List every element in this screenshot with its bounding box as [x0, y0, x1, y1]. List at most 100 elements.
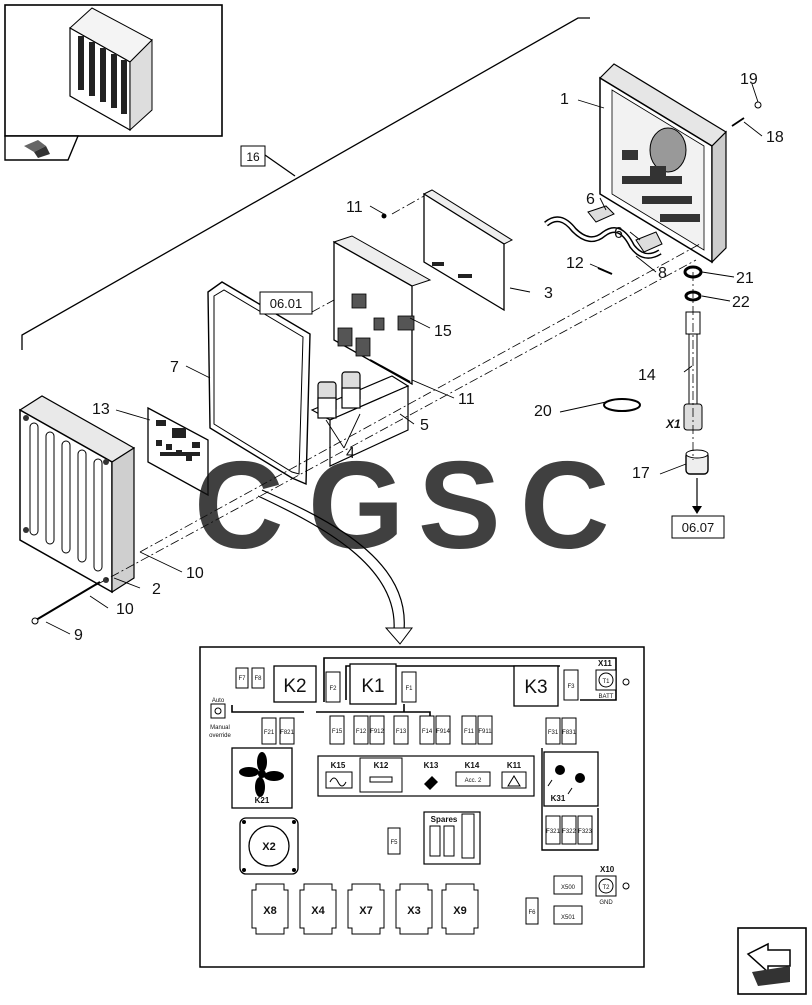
svg-text:X501: X501 [561, 915, 576, 921]
relay-k12[interactable]: K12 [359, 757, 403, 793]
svg-text:F21: F21 [264, 730, 275, 736]
main-circuit-board-part[interactable] [332, 235, 432, 386]
relay-k21-fan[interactable]: K21 [231, 747, 293, 809]
fuse-f323[interactable] [577, 815, 593, 845]
relay-k3[interactable]: K3 [513, 665, 559, 707]
svg-text:X2: X2 [262, 841, 275, 853]
fuse-f11[interactable] [461, 715, 477, 745]
callout-22: 22 [732, 294, 750, 311]
assembly-arrow-icon [24, 140, 50, 158]
fuse-f13[interactable] [393, 715, 409, 745]
svg-text:F12: F12 [356, 729, 367, 735]
cable-clamp-part[interactable] [544, 216, 662, 259]
fuses-k3-group: F31 F831 [545, 717, 577, 745]
svg-text:F322: F322 [562, 829, 576, 835]
fuse-f322[interactable] [561, 815, 577, 845]
callout-numbers: 1 2 3 4 5 6 6 7 8 9 10 10 11 11 12 13 14… [74, 71, 784, 644]
svg-text:F14: F14 [422, 729, 433, 735]
relay-k2[interactable]: K2 [273, 665, 317, 703]
svg-text:X10: X10 [600, 865, 615, 874]
svg-text:K13: K13 [424, 761, 439, 770]
display-board-part[interactable] [147, 406, 209, 497]
seal-gasket-part[interactable] [207, 281, 311, 486]
inset-thumbnail[interactable] [4, 4, 223, 161]
grommet-part-6b[interactable] [635, 231, 663, 253]
next-page-arrow-icon[interactable] [737, 927, 807, 995]
x11-batt-terminal[interactable]: X11 T1 BATT [595, 659, 630, 700]
fuse-f31[interactable] [545, 717, 561, 745]
relay-k31-worklights[interactable]: K31 [543, 751, 599, 807]
connector-x501[interactable]: X501 [553, 905, 583, 925]
svg-text:F6: F6 [528, 910, 536, 916]
x10-gnd-terminal[interactable]: X10 T2 GND [595, 865, 630, 906]
fuse-f911[interactable] [477, 715, 493, 745]
relay-k14[interactable]: K14 Acc. 2 [455, 761, 491, 787]
warning-light-icon [507, 775, 521, 787]
svg-text:Manual: Manual [210, 725, 230, 731]
back-plate-part[interactable] [422, 189, 514, 312]
svg-text:F821: F821 [280, 730, 294, 736]
housing-thumbnail [69, 7, 153, 132]
fuse-f12[interactable] [353, 715, 369, 745]
svg-text:F7: F7 [238, 676, 246, 682]
rope-icon [329, 777, 347, 787]
fuses-k2-group: F21 F821 [261, 717, 295, 745]
relay-k11[interactable]: K11 [501, 761, 527, 789]
manual-override-switch[interactable]: Auto Manual override [209, 698, 231, 739]
connector-x500[interactable]: X500 [553, 875, 583, 895]
screw-part-11[interactable] [381, 213, 387, 219]
screw-part-9[interactable] [31, 581, 101, 625]
fuse-f831[interactable] [561, 717, 577, 745]
screw-part-12[interactable] [597, 267, 613, 275]
watermark-letter-c2: C [520, 437, 610, 575]
svg-text:T1: T1 [602, 679, 610, 685]
relay-k15[interactable]: K15 [325, 761, 353, 789]
fuse-f2[interactable]: F2 [325, 671, 341, 703]
fuse-f3[interactable]: F3 [563, 669, 579, 701]
fuse-f6[interactable]: F6 [525, 897, 539, 925]
screw-part-19[interactable] [754, 101, 762, 109]
svg-text:X7: X7 [359, 905, 372, 917]
fuse-f321[interactable] [545, 815, 561, 845]
callout-17: 17 [632, 465, 650, 482]
svg-text:K2: K2 [283, 676, 306, 697]
connector-x9[interactable]: X9 [441, 883, 479, 935]
connector-x2[interactable]: X2 [239, 817, 299, 875]
fuse-f5[interactable]: F5 [387, 827, 401, 855]
protective-cap-part[interactable] [685, 449, 709, 475]
grommet-part-6a[interactable] [587, 205, 615, 223]
callout-19: 19 [740, 71, 758, 88]
spare-fuses[interactable]: Spares [423, 811, 481, 865]
connector-x7[interactable]: X7 [347, 883, 385, 935]
screw-part-18[interactable] [731, 117, 745, 127]
fuse-f821[interactable] [279, 717, 295, 745]
fuse-f8[interactable]: F8 [251, 667, 265, 689]
fuse-f7[interactable]: F7 [235, 667, 249, 689]
reference-box-bottom: 06.07 [671, 515, 725, 539]
callout-10b: 10 [116, 601, 134, 618]
svg-text:X4: X4 [311, 905, 325, 917]
fuse-f15[interactable] [329, 715, 345, 745]
svg-text:K12: K12 [374, 761, 389, 770]
front-cover-part[interactable] [18, 395, 136, 594]
group-bracket [21, 17, 590, 350]
fuse-f912[interactable] [369, 715, 385, 745]
cable-tie-part[interactable] [603, 398, 641, 412]
fuse-f14[interactable] [419, 715, 435, 745]
fuse-f914[interactable] [435, 715, 451, 745]
callout-15: 15 [434, 323, 452, 340]
svg-text:F13: F13 [396, 729, 407, 735]
connector-x4[interactable]: X4 [299, 883, 337, 935]
svg-text:F323: F323 [578, 829, 592, 835]
relay-k13[interactable]: K13 [424, 761, 439, 790]
connector-x3[interactable]: X3 [395, 883, 433, 935]
reference-box-top: 06.01 [259, 291, 313, 315]
watermark-letter-s: S [418, 437, 501, 575]
connector-x8[interactable]: X8 [251, 883, 289, 935]
relay-k1[interactable]: K1 [349, 663, 397, 705]
callout-21: 21 [736, 270, 754, 287]
callout-20: 20 [534, 403, 552, 420]
housing-base-part[interactable] [599, 63, 727, 264]
fuse-f21[interactable] [261, 717, 277, 745]
fuse-f1[interactable]: F1 [401, 671, 417, 703]
